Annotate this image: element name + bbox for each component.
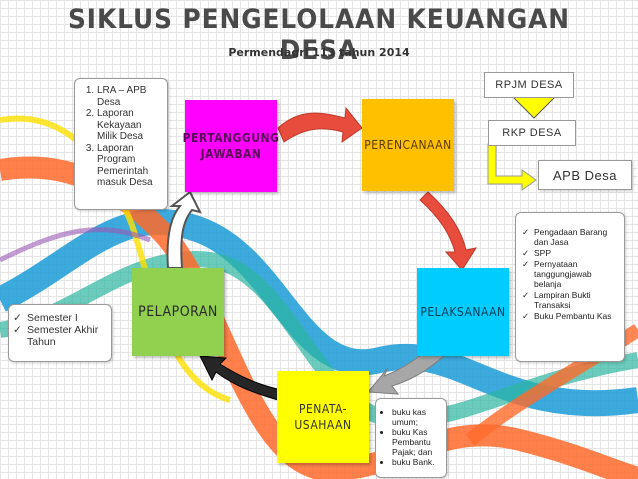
page-subtitle: Permendagri 113 tahun 2014	[228, 46, 410, 59]
page-title: SIKLUS PENGELOLAAN KEUANGAN DESA	[67, 4, 571, 66]
stage-pertanggungjawaban-line2: JAWABAN	[200, 147, 262, 161]
arrow-to-pelaksanaan	[419, 191, 478, 271]
ledger-item-kas-umum: buku kas umum;	[392, 407, 442, 427]
rpjm-box: RPJM DESA	[484, 72, 574, 98]
stage-penatausahaan-line2: USAHAAN	[294, 418, 352, 432]
rkp-box: RKP DESA	[488, 120, 576, 146]
semester-box: Semester I Semester Akhir Tahun	[8, 304, 112, 362]
stage-perencanaan-label: PERENCANAAN	[364, 138, 452, 152]
stage-perencanaan: PERENCANAAN	[362, 99, 454, 191]
purple-wave	[0, 227, 151, 263]
stage-pelaporan: PELAPORAN	[132, 268, 224, 356]
implementation-item-pernyataan: Pernyataan tanggungjawab belanja	[522, 259, 620, 289]
arrow-to-perencanaan	[277, 106, 363, 144]
report-item-program: Laporan Program Pemerintah masuk Desa	[97, 143, 163, 189]
implementation-item-lampiran: Lampiran Bukti Transaksi	[522, 290, 620, 310]
stage-penatausahaan-line1: PENATA-	[298, 402, 347, 416]
semester-item-1: Semester I	[13, 312, 107, 324]
report-item-kekayaan: Laporan Kekayaan Milik Desa	[97, 108, 163, 143]
arrow-to-apb	[487, 143, 537, 191]
semester-list: Semester I Semester Akhir Tahun	[13, 312, 107, 348]
stage-penatausahaan: PENATA- USAHAAN	[277, 371, 369, 463]
report-list: LRA – APB Desa Laporan Kekayaan Milik De…	[79, 85, 163, 189]
stage-pertanggungjawaban-line1: PERTANGGUNG	[182, 131, 280, 145]
implementation-item-pengadaan: Pengadaan Barang dan Jasa	[522, 227, 620, 247]
implementation-list: Pengadaan Barang dan Jasa SPP Pernyataan…	[522, 227, 620, 321]
stage-pelaksanaan-label: PELAKSANAAN	[420, 305, 506, 319]
arrow-to-pertanggungjawaban	[166, 190, 202, 269]
ledger-item-bank: buku Bank.	[392, 457, 442, 467]
stage-pertanggungjawaban: PERTANGGUNG JAWABAN	[182, 100, 280, 192]
stage-pelaporan-label: PELAPORAN	[138, 304, 218, 320]
implementation-item-spp: SPP	[522, 248, 620, 258]
arrow-to-pelaporan	[199, 355, 283, 401]
report-item-lra: LRA – APB Desa	[97, 85, 163, 108]
implementation-box: Pengadaan Barang dan Jasa SPP Pernyataan…	[515, 212, 625, 362]
teal-wave	[0, 251, 638, 429]
implementation-item-buku: Buku Pembantu Kas	[522, 311, 620, 321]
yellow-wave	[0, 115, 231, 403]
ledger-box: buku kas umum; buku Kas Pembantu Pajak; …	[375, 398, 447, 478]
ledger-item-kas-pajak: buku Kas Pembantu Pajak; dan	[392, 427, 442, 457]
ledger-list: buku kas umum; buku Kas Pembantu Pajak; …	[382, 407, 442, 467]
report-list-box: LRA – APB Desa Laporan Kekayaan Milik De…	[74, 78, 168, 210]
stage-pelaksanaan: PELAKSANAAN	[417, 268, 509, 356]
semester-item-2: Semester Akhir Tahun	[13, 324, 107, 348]
arrow-to-rkp	[510, 95, 558, 119]
apb-box: APB Desa	[538, 160, 632, 190]
